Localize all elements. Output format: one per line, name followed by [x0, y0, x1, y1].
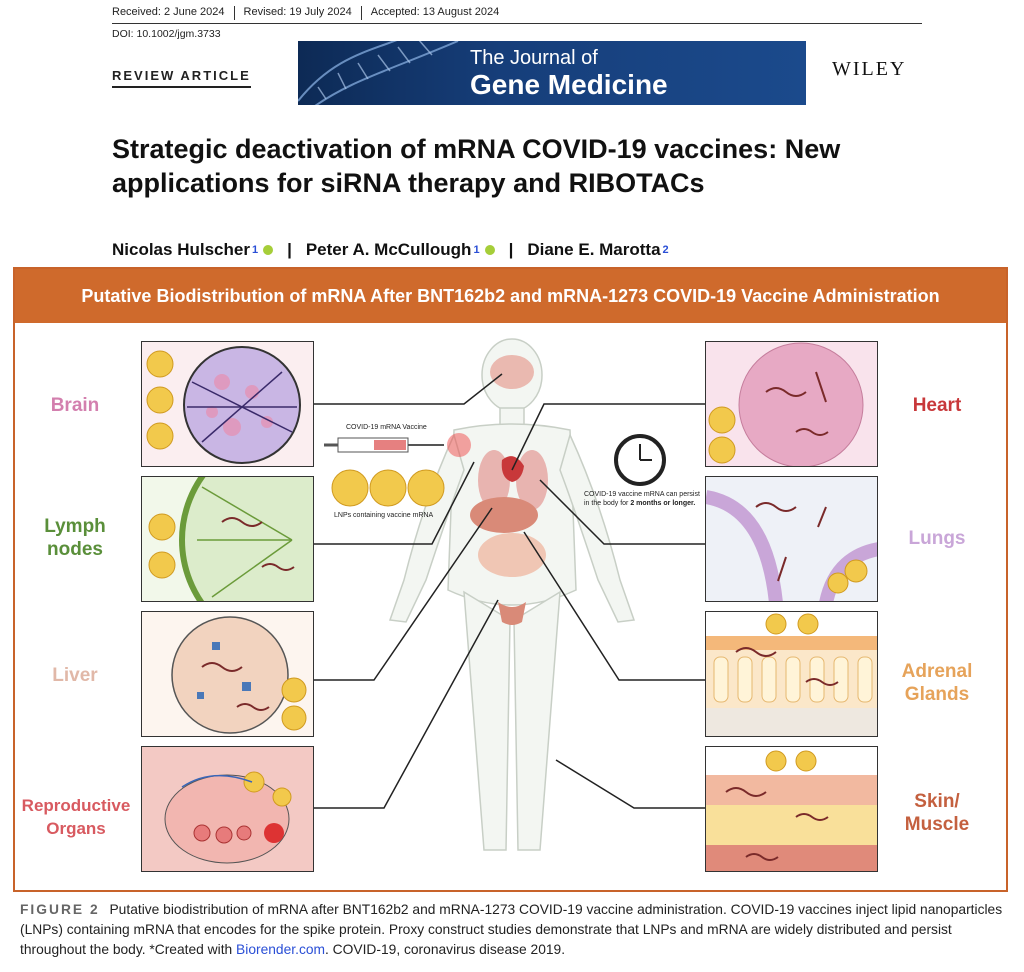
- label-line: Lungs: [908, 528, 966, 549]
- revised-date: Revised: 19 July 2024: [243, 6, 352, 18]
- label-line: Heart: [912, 395, 962, 416]
- journal-name-line2: Gene Medicine: [470, 69, 668, 100]
- syringe-label: COVID-19 mRNA Vaccine: [346, 424, 427, 431]
- organ-label-skin-muscle: Skin/ Muscle: [882, 790, 992, 836]
- adrenal-panel: [705, 611, 878, 737]
- organ-label-lungs: Lungs: [882, 527, 992, 550]
- adrenal-tissue-illustration: [706, 612, 877, 736]
- organ-label-adrenal: Adrenal Glands: [882, 660, 992, 706]
- organ-label-heart: Heart: [882, 394, 992, 417]
- header-rule: [112, 23, 922, 24]
- label-line: Reproductive: [21, 796, 131, 815]
- orcid-icon[interactable]: [263, 245, 274, 255]
- article-title: Strategic deactivation of mRNA COVID-19 …: [112, 134, 841, 198]
- brain-tissue-illustration: [146, 346, 301, 464]
- lungs-panel: [705, 476, 878, 602]
- label-line: Brain: [50, 395, 100, 416]
- persist-note: COVID-19 vaccine mRNA can persist in the…: [584, 490, 704, 508]
- figure-label: FIGURE 2: [20, 902, 100, 917]
- lymph-tissue-illustration: [148, 477, 313, 601]
- skin-muscle-panel: [705, 746, 878, 872]
- organ-label-liver: Liver: [20, 664, 130, 687]
- label-line: Skin/: [914, 791, 960, 812]
- organ-label-lymph: Lymph nodes: [20, 515, 130, 561]
- received-date: Received: 2 June 2024: [112, 6, 225, 18]
- organ-label-reproductive: Reproductive Organs: [16, 794, 136, 840]
- affiliation-mark[interactable]: 1: [473, 244, 480, 256]
- accepted-date: Accepted: 13 August 2024: [370, 6, 500, 18]
- journal-banner: The Journal of Gene Medicine: [298, 41, 806, 105]
- label-line: Lymph: [44, 516, 106, 537]
- doi[interactable]: DOI: 10.1002/jgm.3733: [112, 28, 221, 40]
- liver-tissue-illustration: [171, 616, 307, 734]
- caption-text-end: . COVID-19, coronavirus disease 2019.: [325, 942, 566, 957]
- label-line: Adrenal: [901, 661, 973, 682]
- figure-heading: Putative Biodistribution of mRNA After B…: [15, 269, 1006, 323]
- clock-icon: [614, 434, 666, 486]
- journal-name-line1: The Journal of: [470, 47, 598, 69]
- syringe-icon: [324, 433, 471, 457]
- organ-label-brain: Brain: [20, 394, 130, 417]
- affiliation-mark[interactable]: 2: [662, 244, 669, 256]
- article-dates: Received: 2 June 2024 Revised: 19 July 2…: [112, 6, 499, 20]
- biorender-link[interactable]: Biorender.com: [236, 942, 326, 957]
- human-body-illustration: [314, 338, 705, 851]
- heart-panel: [705, 341, 878, 467]
- publisher-logo: WILEY: [832, 58, 907, 80]
- figure-caption: FIGURE 2 Putative biodistribution of mRN…: [20, 900, 1005, 960]
- author-name: Diane E. Marotta: [527, 240, 661, 259]
- label-line: Muscle: [904, 814, 970, 835]
- label-line: Liver: [52, 665, 98, 686]
- article-type: REVIEW ARTICLE: [112, 68, 251, 88]
- heart-tissue-illustration: [708, 342, 864, 466]
- caption-text: Putative biodistribution of mRNA after B…: [20, 902, 1003, 957]
- brain-panel: [141, 341, 314, 467]
- label-line: Organs: [46, 819, 106, 838]
- brain-organ: [490, 355, 534, 389]
- label-line: nodes: [47, 539, 103, 560]
- lnp-label: LNPs containing vaccine mRNA: [334, 512, 434, 519]
- lymph-panel: [141, 476, 314, 602]
- lung-alveoli-illustration: [706, 490, 877, 601]
- connector-lines: [314, 373, 705, 809]
- skin-muscle-illustration: [706, 747, 877, 871]
- dna-helix-icon: [298, 41, 459, 105]
- label-line: Glands: [904, 684, 970, 705]
- author-name: Nicolas Hulscher: [112, 240, 250, 259]
- ovary-illustration: [164, 771, 292, 864]
- persist-text: COVID-19 vaccine mRNA can persist in the…: [584, 491, 700, 507]
- affiliation-mark[interactable]: 1: [251, 244, 259, 256]
- persist-duration: 2 months or longer.: [630, 500, 696, 507]
- lnp-icons: [331, 469, 445, 507]
- reproductive-panel: [141, 746, 314, 872]
- orcid-icon[interactable]: [484, 245, 495, 255]
- liver-panel: [141, 611, 314, 737]
- author-name: Peter A. McCullough: [305, 240, 472, 259]
